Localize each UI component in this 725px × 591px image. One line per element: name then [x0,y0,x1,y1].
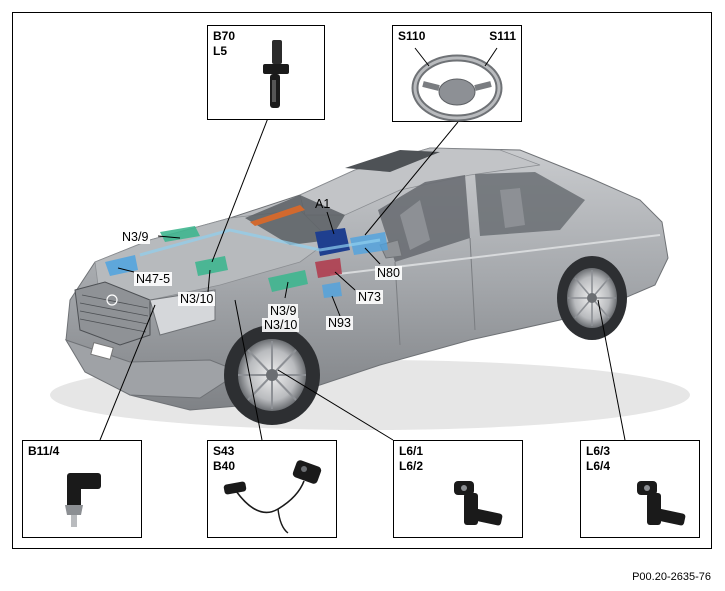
brand-emblem [106,294,118,306]
module-n3-10 [195,256,228,276]
wiring-harness [139,228,381,257]
leader-l63 [597,299,626,441]
module-n93 [322,282,342,298]
door-seam [469,237,476,331]
rear-wheel [557,256,627,340]
module-n3-9-top [160,226,200,242]
leader-b11 [99,304,156,441]
leader-n47-5 [117,267,135,273]
wheel-speed-sensor-icon-rear [637,481,686,526]
front-wheel [224,325,320,425]
temperature-sensor-icon [65,473,101,527]
leader-n3-9-top [157,235,181,239]
leader-b70 [211,117,269,263]
leader-a1 [326,211,335,235]
component-box-s43: S43 B40 [207,440,337,538]
box-s43-label: S43 B40 [213,444,235,474]
steering-wheel-icon [411,47,503,122]
module-n73 [315,258,342,278]
label-l5: L5 [213,44,228,58]
callout-n80: N80 [375,266,402,280]
label-s43: S43 [213,444,235,458]
leader-l61 [277,369,394,441]
component-box-l61: L6/1 L6/2 [393,440,523,538]
rear-side-window [475,172,585,236]
label-s111: S111 [489,29,516,43]
leader-steering [364,121,459,236]
dashboard-strip [250,205,305,226]
rear-seat [500,188,525,228]
label-b70: B70 [213,29,236,43]
pointer-s111 [484,47,498,67]
label-l6-1: L6/1 [399,444,424,458]
pointer-s110 [414,47,430,67]
diagram-frame [12,12,712,549]
leader-n3-10 [207,269,211,293]
callout-n3-9-top: N3/9 [120,230,151,244]
leader-n93 [331,295,341,317]
label-b40: B40 [213,459,236,473]
box-b70-label: B70 L5 [213,29,235,59]
cable-sensor-icon [223,460,322,534]
leader-s43 [234,299,263,441]
wheel-speed-sensor-icon [454,481,503,526]
figure-reference: P00.20-2635-76 [632,571,711,583]
module-n3-9-mid [268,270,308,292]
callout-n3-10-mid: N3/10 [262,318,300,332]
component-box-l63: L6/3 L6/4 [580,440,700,538]
speed-sensor-icon [263,40,289,108]
car-sunroof [345,150,440,172]
highlighted-modules [105,226,388,298]
label-l6-3: L6/3 [586,444,611,458]
callout-a1: A1 [315,197,331,211]
label-s110: S110 [398,29,426,43]
box-l61-label: L6/1 L6/2 [399,444,423,474]
car-illustration [50,147,690,430]
callout-n3-9-mid: N3/9 [268,304,299,318]
label-l6-4: L6/4 [586,459,611,473]
label-b11-4: B11/4 [28,444,60,458]
front-bumper [64,339,242,399]
leader-lines [99,117,626,441]
leader-n73 [334,271,356,291]
module-n80 [350,232,388,255]
leader-n3-9-mid [284,281,289,299]
callout-n93: N93 [326,316,353,330]
label-l6-2: L6/2 [399,459,424,473]
leader-n80 [364,247,381,265]
front-seat [400,200,430,250]
callout-n3-10-left: N3/10 [178,292,216,306]
component-box-steering: S110 S111 [392,25,522,122]
box-l63-label: L6/3 L6/4 [586,444,610,474]
license-plate [90,342,114,360]
grille-bars [79,294,149,333]
component-box-b11: B11/4 [22,440,142,538]
callout-n47-5: N47-5 [134,272,173,286]
callout-n73: N73 [356,290,383,304]
component-box-b70: B70 L5 [207,25,325,120]
